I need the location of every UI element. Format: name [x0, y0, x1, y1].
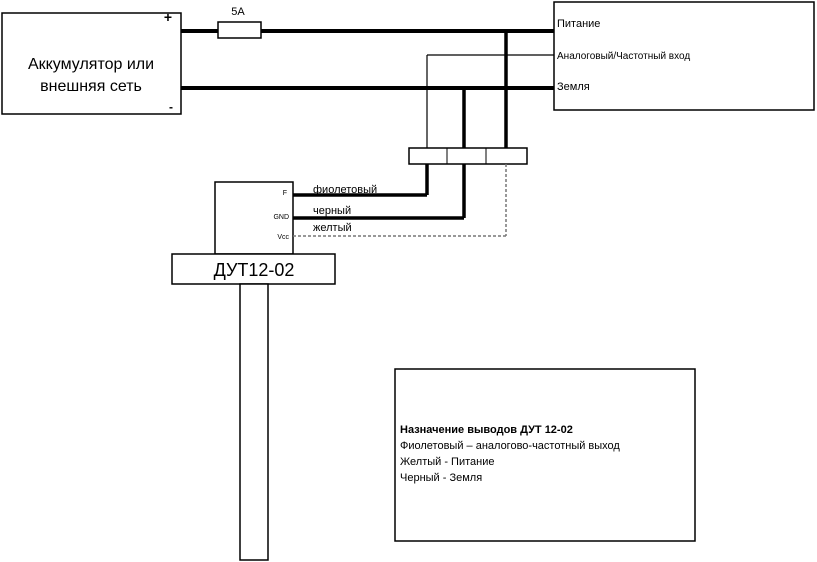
terminal-block [408, 147, 528, 165]
controller-box [553, 1, 815, 111]
fuse-symbol [217, 21, 262, 39]
sensor-pin-f: F [283, 190, 287, 197]
sensor-pin-vcc: Vcc [277, 234, 289, 241]
battery-label-line1: Аккумулятор или [28, 56, 154, 73]
legend-line-black: Черный - Земля [400, 472, 482, 484]
legend-title: Назначение выводов ДУТ 12-02 [400, 424, 573, 436]
legend-line-yellow: Желтый - Питание [400, 456, 494, 468]
battery-block: Аккумулятор или внешняя сеть + - [1, 9, 182, 115]
legend-line-violet: Фиолетовый – аналогово-частотный выход [400, 440, 620, 452]
wire-label-black: черный [313, 205, 351, 217]
controller-power-label: Питание [557, 18, 600, 30]
battery-minus-sign: - [169, 100, 173, 114]
sensor-block: F GND Vcc ДУТ12-02 [171, 181, 336, 561]
legend-box [394, 368, 696, 542]
sensor-yellow-wire: желтый [293, 164, 507, 237]
sensor-title: ДУТ12-02 [214, 260, 295, 280]
controller-analog-label: Аналоговый/Частотный вход [557, 51, 690, 62]
sensor-pin-gnd: GND [273, 214, 289, 221]
sensor-black-wire: черный [293, 164, 466, 220]
sensor-violet-wire: фиолетовый [293, 164, 429, 197]
controller-ground-label: Земля [557, 81, 590, 93]
analog-wire [426, 54, 554, 148]
pinout-legend: Назначение выводов ДУТ 12-02 Фиолетовый … [394, 368, 696, 542]
wire-label-violet: фиолетовый [313, 184, 377, 196]
battery-plus-sign: + [164, 9, 172, 25]
battery-box [1, 12, 182, 115]
controller-block: Питание Аналоговый/Частотный вход Земля [553, 1, 815, 111]
fuse-rating-label: 5A [231, 6, 245, 18]
power-wire: 5A [181, 6, 554, 39]
sensor-probe [239, 283, 269, 561]
wire-label-yellow: желтый [313, 222, 352, 234]
battery-label-line2: внешняя сеть [40, 78, 142, 95]
